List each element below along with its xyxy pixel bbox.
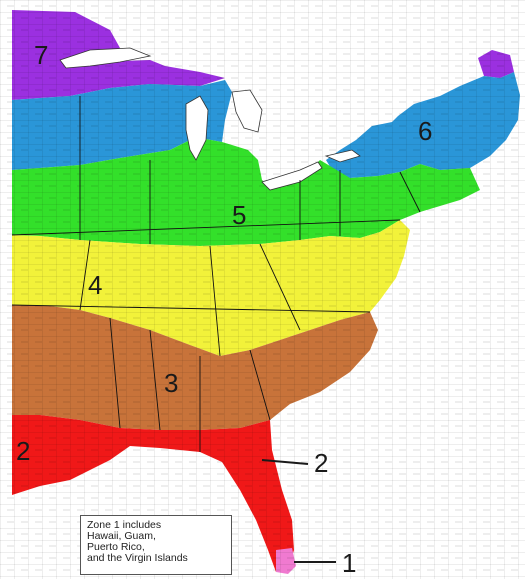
zone-3-label: 3	[164, 368, 178, 398]
zone-7-label: 7	[34, 40, 48, 70]
callout-label-2: 2	[314, 448, 328, 478]
zone-4-label: 4	[88, 270, 102, 300]
note-line-4: and the Virgin Islands	[87, 552, 188, 564]
zone-1-note: Zone 1 includes Hawaii, Guam, Puerto Ric…	[80, 515, 232, 575]
lake-michigan	[185, 95, 209, 161]
note-line-2: Hawaii, Guam,	[87, 530, 156, 542]
zone-6-label: 6	[418, 116, 432, 146]
lake-erie	[261, 161, 323, 191]
callout-label-1: 1	[342, 548, 356, 578]
callout-line-2	[261, 459, 309, 465]
state-borders	[11, 96, 421, 452]
note-line-3: Puerto Rico,	[87, 541, 145, 553]
note-line-1: Zone 1 includes	[87, 519, 162, 531]
lake-huron	[231, 89, 263, 133]
zone-2-label-west: 2	[16, 436, 30, 466]
lake-superior	[59, 47, 152, 69]
lake-ontario	[324, 149, 361, 163]
zone-5-label: 5	[232, 200, 246, 230]
